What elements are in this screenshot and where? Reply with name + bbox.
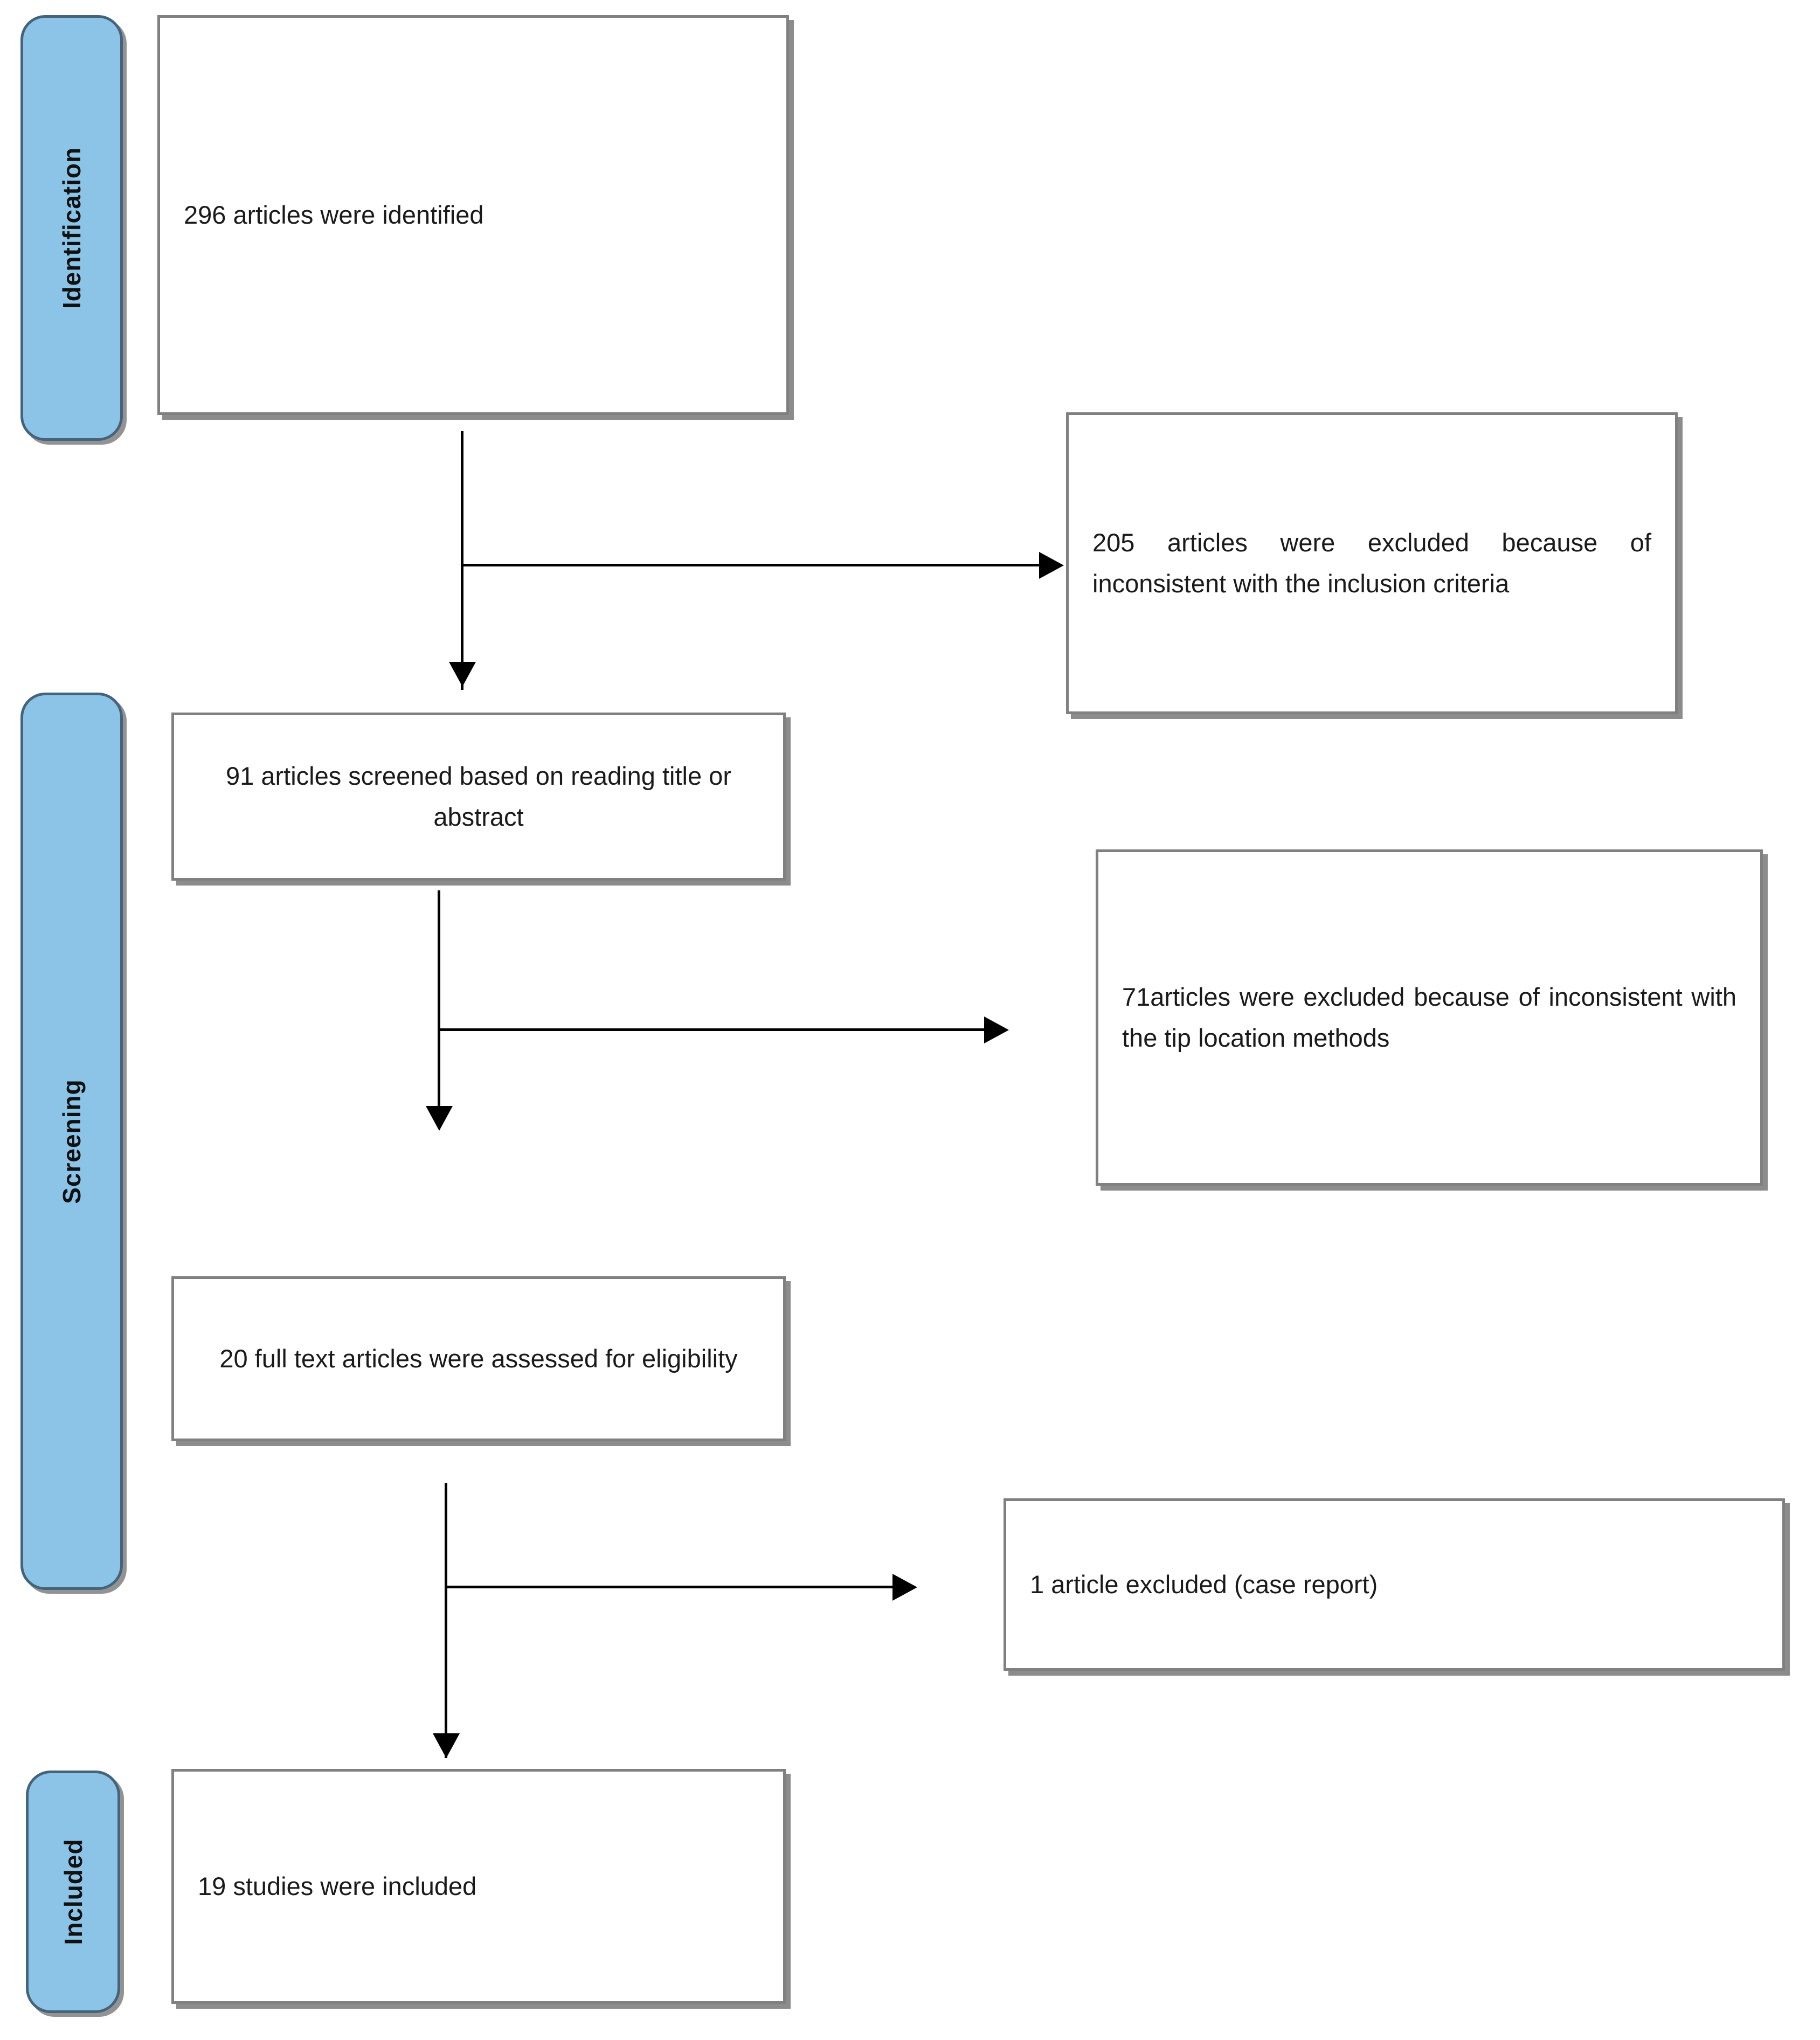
box-excluded-inclusion-criteria: 205 articles were excluded because of in…	[1066, 412, 1678, 714]
stage-label-identification: Identification	[58, 147, 86, 309]
stage-bar-identification: Identification	[20, 15, 123, 441]
box-excluded-tip-location: 71articles were excluded because of inco…	[1096, 849, 1763, 1186]
connector-to-excluded-case-report	[446, 1586, 895, 1588]
stage-label-screening: Screening	[58, 1078, 86, 1204]
box-excluded-case-report: 1 article excluded (case report)	[1004, 1498, 1785, 1671]
box-excluded-case-report-text: 1 article excluded (case report)	[1030, 1569, 1378, 1599]
arrowhead-to-excluded-inclusion-criteria	[1039, 552, 1064, 579]
connector-screened-to-full-text	[438, 890, 440, 1128]
arrowhead-full-text-to-included	[433, 1733, 460, 1758]
box-full-text-assessed-text: 20 full text articles were assessed for …	[219, 1344, 738, 1373]
box-studies-included-text: 19 studies were included	[198, 1871, 477, 1900]
box-articles-identified-text: 296 articles were identified	[184, 200, 484, 229]
box-screened-title-abstract-text: 91 articles screened based on reading ti…	[226, 761, 731, 831]
box-excluded-inclusion-criteria-text: 205 articles were excluded because of in…	[1092, 528, 1651, 598]
connector-to-excluded-tip-location	[439, 1028, 986, 1031]
arrowhead-to-excluded-tip-location	[984, 1016, 1009, 1043]
connector-to-excluded-inclusion-criteria	[462, 564, 1042, 566]
connector-full-text-to-included	[445, 1483, 447, 1758]
box-studies-included: 19 studies were included	[171, 1769, 786, 2004]
connector-identified-to-screened	[461, 431, 463, 690]
arrowhead-identified-to-screened	[449, 662, 476, 687]
box-articles-identified: 296 articles were identified	[157, 15, 789, 415]
box-excluded-tip-location-text: 71articles were excluded because of inco…	[1122, 982, 1736, 1052]
stage-bar-included: Included	[26, 1771, 120, 2013]
box-screened-title-abstract: 91 articles screened based on reading ti…	[171, 713, 786, 881]
stage-label-included: Included	[59, 1838, 87, 1945]
stage-bar-screening: Screening	[20, 693, 123, 1590]
arrowhead-to-excluded-case-report	[892, 1574, 917, 1601]
box-full-text-assessed: 20 full text articles were assessed for …	[171, 1276, 786, 1441]
arrowhead-screened-to-full-text	[426, 1106, 453, 1131]
